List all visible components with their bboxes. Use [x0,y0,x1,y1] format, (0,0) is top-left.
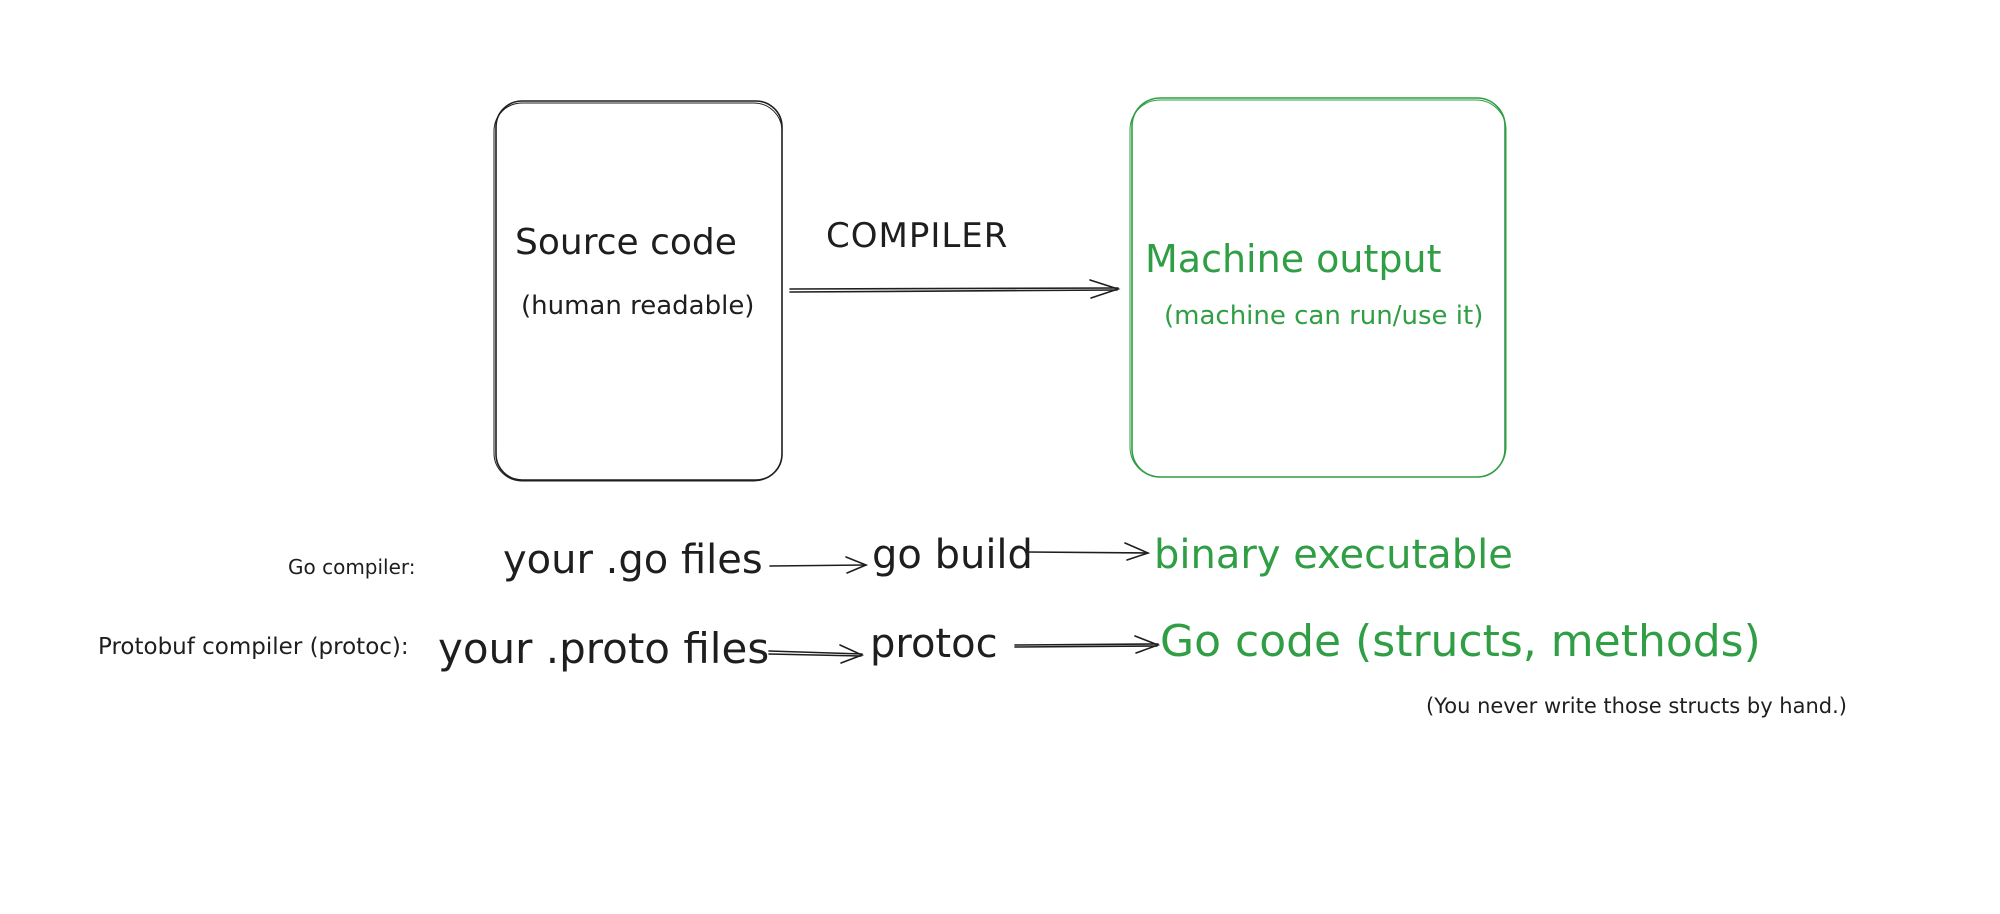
protoc-tool: protoc [870,621,998,667]
binary-executable-output: binary executable [1154,532,1513,578]
go-compiler-label: Go compiler: [288,555,416,579]
go-input-arrow [769,556,869,574]
compiler-label: COMPILER [826,216,1009,256]
protoc-arrow [1014,635,1161,654]
source-code-box[interactable] [493,100,783,482]
source-code-title: Source code [515,222,737,263]
go-build-arrow [1026,542,1151,561]
go-build-tool: go build [872,532,1033,578]
proto-input-arrow [768,644,865,664]
proto-input-files: your .proto files [438,624,770,673]
machine-output-title: Machine output [1145,237,1442,281]
go-code-output: Go code (structs, methods) [1160,616,1761,667]
source-code-subtitle: (human readable) [521,291,755,321]
note-text: (You never write those structs by hand.) [1426,694,1847,718]
go-input-files: your .go files [503,537,763,583]
machine-output-box[interactable] [1129,97,1507,478]
machine-output-subtitle: (machine can run/use it) [1164,301,1484,331]
protobuf-compiler-label: Protobuf compiler (protoc): [98,634,409,660]
compiler-arrow [789,279,1121,299]
